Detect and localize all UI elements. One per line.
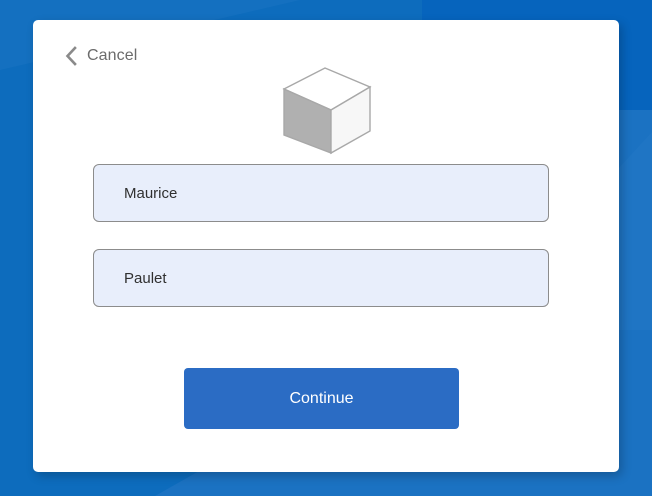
dialog-card: Cancel Maurice Paulet Continue [33, 20, 619, 472]
last-name-input[interactable]: Paulet [93, 249, 549, 307]
cancel-button[interactable]: Cancel [65, 46, 137, 66]
first-name-input[interactable]: Maurice [93, 164, 549, 222]
continue-button[interactable]: Continue [184, 368, 459, 429]
cube-icon [277, 65, 377, 155]
cancel-label: Cancel [87, 47, 138, 64]
chevron-left-icon [65, 46, 78, 66]
